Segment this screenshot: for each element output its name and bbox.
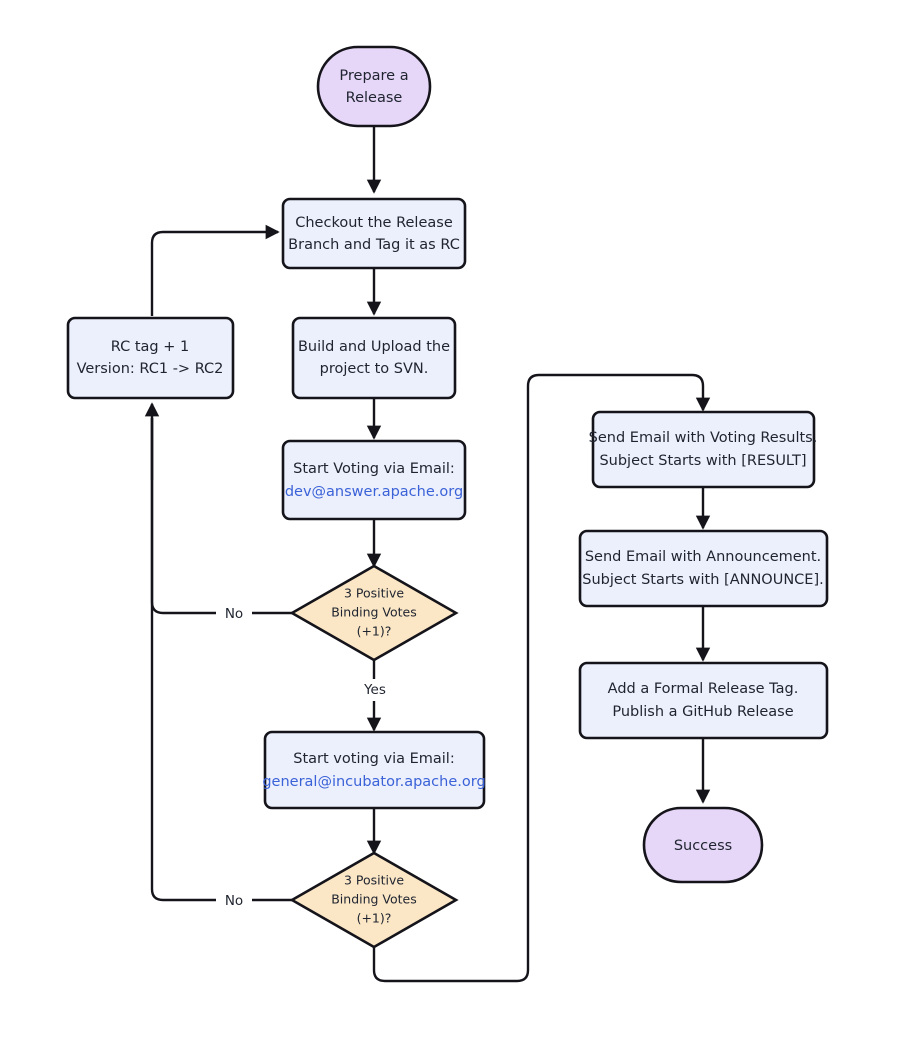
- node-prepare-a-release[interactable]: Prepare a Release: [316, 45, 432, 128]
- send-voting-results-label-line1: Send Email with Voting Results.: [589, 430, 818, 446]
- start-voting-general-shape[interactable]: [263, 730, 486, 810]
- edge-decision-dev-no: [150, 418, 292, 615]
- start-voting-dev-shape[interactable]: [281, 439, 467, 521]
- node-decision-dev-votes[interactable]: 3 Positive Binding Votes (+1)?: [289, 564, 459, 662]
- checkout-release-branch-label-line1: Checkout the Release: [295, 215, 453, 231]
- node-send-announcement[interactable]: Send Email with Announcement. Subject St…: [578, 529, 829, 608]
- decision-dev-votes-label-line1: 3 Positive: [344, 586, 404, 601]
- send-announcement-label-line2: Subject Starts with [ANNOUNCE].: [582, 572, 823, 588]
- node-success[interactable]: Success: [642, 806, 764, 884]
- node-send-voting-results[interactable]: Send Email with Voting Results. Subject …: [589, 410, 818, 489]
- send-voting-results-shape[interactable]: [591, 410, 816, 489]
- node-start-voting-dev[interactable]: Start Voting via Email: dev@answer.apach…: [281, 439, 467, 521]
- prepare-a-release-shape[interactable]: [316, 45, 432, 128]
- build-and-upload-label-line2: project to SVN.: [320, 361, 429, 377]
- node-decision-general-votes[interactable]: 3 Positive Binding Votes (+1)?: [289, 851, 459, 949]
- prepare-a-release-label-line2: Release: [346, 90, 403, 106]
- decision-general-votes-label-line2: Binding Votes: [331, 892, 417, 907]
- edge-label-dev-yes-bg: [356, 679, 394, 701]
- prepare-a-release-label-line1: Prepare a: [339, 68, 408, 84]
- build-and-upload-label-line1: Build and Upload the: [298, 339, 450, 355]
- success-label: Success: [674, 838, 732, 854]
- edge-label-general-no-bg: [216, 889, 252, 911]
- success-shape[interactable]: [642, 806, 764, 884]
- decision-dev-votes-label-line3: (+1)?: [357, 624, 392, 639]
- send-voting-results-label-line2: Subject Starts with [RESULT]: [599, 453, 806, 469]
- edge-decision-general-no: [150, 418, 292, 902]
- rc-tag-increment-shape[interactable]: [66, 316, 235, 400]
- edge-label-general-no: No: [225, 893, 243, 909]
- checkout-release-branch-shape[interactable]: [281, 197, 467, 270]
- start-voting-general-label-line1: Start voting via Email:: [293, 751, 454, 767]
- node-build-and-upload[interactable]: Build and Upload the project to SVN.: [291, 316, 457, 400]
- node-rc-tag-increment[interactable]: RC tag + 1 Version: RC1 -> RC2: [66, 316, 235, 400]
- formal-release-tag-shape[interactable]: [578, 661, 829, 740]
- decision-general-votes-label-line1: 3 Positive: [344, 873, 404, 888]
- edge-decision-general-to-send-result: [372, 373, 711, 983]
- build-and-upload-shape[interactable]: [291, 316, 457, 400]
- send-announcement-shape[interactable]: [578, 529, 829, 608]
- edge-label-dev-yes: Yes: [363, 682, 386, 698]
- edge-label-dev-no-bg: [216, 602, 252, 624]
- checkout-release-branch-label-line2: Branch and Tag it as RC: [288, 237, 460, 253]
- rc-tag-increment-label-line2: Version: RC1 -> RC2: [77, 361, 224, 377]
- start-voting-dev-email-link[interactable]: dev@answer.apache.org: [285, 484, 463, 500]
- formal-release-tag-label-line2: Publish a GitHub Release: [612, 704, 793, 720]
- edges-layer: [144, 126, 711, 983]
- decision-dev-votes-shape[interactable]: [289, 564, 459, 662]
- start-voting-dev-label-line1: Start Voting via Email:: [293, 461, 455, 477]
- node-checkout-release-branch[interactable]: Checkout the Release Branch and Tag it a…: [281, 197, 467, 270]
- node-start-voting-general[interactable]: Start voting via Email: general@incubato…: [262, 730, 486, 810]
- start-voting-general-email-link[interactable]: general@incubator.apache.org: [262, 774, 485, 790]
- edge-labels-layer: No Yes No: [216, 602, 394, 911]
- decision-general-votes-label-line3: (+1)?: [357, 911, 392, 926]
- node-formal-release-tag[interactable]: Add a Formal Release Tag. Publish a GitH…: [578, 661, 829, 740]
- decision-dev-votes-label-line2: Binding Votes: [331, 605, 417, 620]
- rc-tag-increment-label-line1: RC tag + 1: [111, 339, 189, 355]
- send-announcement-label-line1: Send Email with Announcement.: [585, 549, 821, 565]
- decision-general-votes-shape[interactable]: [289, 851, 459, 949]
- edge-label-dev-no: No: [225, 606, 243, 622]
- formal-release-tag-label-line1: Add a Formal Release Tag.: [608, 681, 799, 697]
- edge-rc-bump-to-checkout: [150, 224, 280, 316]
